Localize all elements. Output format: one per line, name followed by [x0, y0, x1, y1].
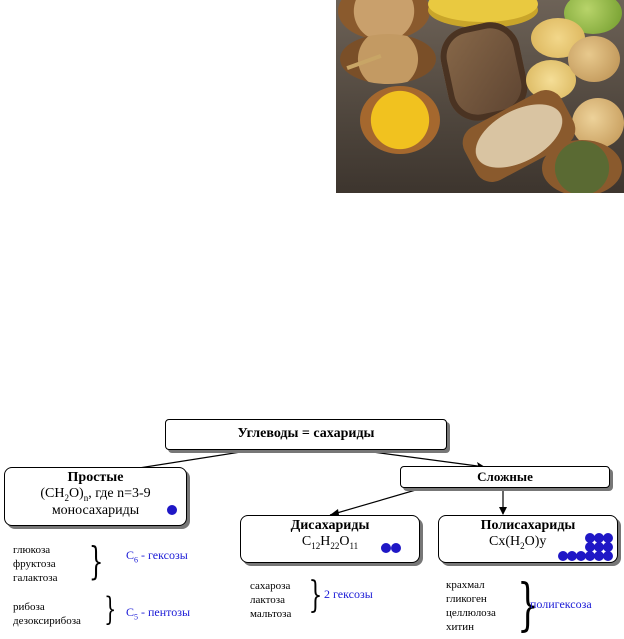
simple-subtitle: моносахариды [51, 502, 140, 518]
poly-dot [585, 542, 595, 552]
list-item: лактоза [250, 594, 285, 606]
poly-dot [567, 551, 577, 561]
list-item: крахмал [446, 579, 485, 591]
poly-dot [558, 551, 568, 561]
formula-part: (CH [40, 486, 65, 501]
poly-dot [585, 551, 595, 561]
complex-box: Сложные [400, 466, 610, 488]
simple-title: Простые [67, 470, 124, 485]
poly-dot [585, 533, 595, 543]
list-item: дезоксирибоза [13, 615, 81, 627]
formula-part: C [301, 534, 312, 549]
disaccharides-title: Дисахариды [290, 518, 370, 533]
list-item: глюкоза [13, 544, 51, 556]
poly-dot [594, 551, 604, 561]
disaccharides-box: Дисахариды C12H22O11 [240, 515, 420, 563]
formula-sub: n [83, 492, 89, 503]
poly-dot [576, 551, 586, 561]
formula-sub: 12 [311, 540, 321, 551]
note-sub: 5 [134, 612, 139, 622]
hexoses-list: глюкоза фруктоза галактоза [13, 543, 57, 585]
polysaccharides-note: полигексоза [530, 597, 592, 611]
monosaccharide-dot [167, 505, 177, 515]
formula-part: H [320, 534, 331, 549]
disaccharides-formula: C12H22O11 [241, 534, 419, 551]
potatoes [568, 36, 620, 82]
carbohydrate-foods-photo [336, 0, 624, 193]
list-item: фруктоза [13, 558, 56, 570]
disaccharide-dot-2 [391, 543, 401, 553]
poly-dot [594, 542, 604, 552]
corn-grits-bowl [360, 86, 440, 154]
pentoses-brace: } [104, 590, 117, 628]
polysaccharides-list: крахмал гликоген целлюлоза хитин [446, 578, 496, 634]
lentils-bowl [542, 140, 622, 193]
simple-formula: (CH2O)n, где n=3-9 [5, 486, 186, 503]
formula-sub: 2 [64, 492, 69, 503]
disaccharides-list: сахароза лактоза мальтоза [250, 579, 291, 621]
potato-2 [572, 98, 624, 148]
poly-dot [603, 542, 613, 552]
poly-dot [594, 533, 604, 543]
disaccharides-brace: } [308, 575, 323, 616]
formula-part: O [339, 534, 350, 549]
polysaccharides-formula: Cx(H2O)y [439, 534, 617, 551]
list-item: гликоген [446, 593, 487, 605]
polysaccharides-brace: } [517, 573, 539, 638]
pentoses-note: C5 - пентозы [126, 605, 190, 621]
formula-part: O)y [524, 534, 547, 549]
list-item: целлюлоза [446, 607, 496, 619]
note-part: C [126, 548, 135, 562]
pasta-bowl [340, 34, 436, 84]
bananas [428, 0, 538, 22]
note-part: - гексозы [138, 548, 188, 562]
formula-sub: 2 [520, 540, 525, 551]
formula-part: Cx(H [489, 534, 521, 549]
complex-title: Сложные [477, 469, 533, 484]
formula-part: O) [68, 486, 84, 501]
note-part: C [126, 605, 135, 619]
list-item: мальтоза [250, 608, 292, 620]
poly-dot [603, 551, 613, 561]
note-part: - пентозы [138, 605, 191, 619]
polysaccharides-title: Полисахариды [480, 518, 576, 533]
hexoses-brace: } [88, 539, 104, 583]
root-box: Углеводы = сахариды [165, 419, 447, 450]
list-item: хитин [446, 621, 474, 633]
root-label: Углеводы = сахариды [237, 426, 375, 441]
note-sub: 6 [134, 555, 139, 565]
polysaccharides-box: Полисахариды Cx(H2O)y [438, 515, 618, 563]
list-item: сахароза [250, 580, 291, 592]
formula-part: , где n=3-9 [88, 486, 151, 501]
disaccharide-dot-1 [381, 543, 391, 553]
simple-box: Простые (CH2O)n, где n=3-9 моносахариды [4, 467, 187, 526]
disaccharides-note: 2 гексозы [324, 587, 373, 601]
hexoses-note: C6 - гексозы [126, 548, 188, 564]
list-item: галактоза [13, 572, 58, 584]
list-item: рибоза [13, 601, 45, 613]
formula-sub: 11 [349, 540, 359, 551]
pentoses-list: рибоза дезоксирибоза [13, 600, 81, 628]
formula-sub: 22 [330, 540, 340, 551]
poly-dot [603, 533, 613, 543]
